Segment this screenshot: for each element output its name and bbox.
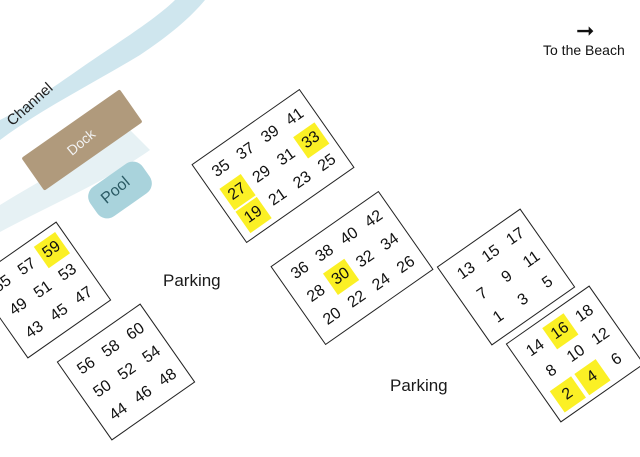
to-the-beach-link[interactable]: ➞ To the Beach (543, 20, 640, 66)
to-the-beach-label: To the Beach (543, 42, 625, 58)
pool-shape (88, 161, 152, 219)
channel-water (0, 0, 205, 140)
channel-shore (0, 130, 150, 232)
dock-shape (22, 89, 142, 191)
parking-label-right: Parking (390, 376, 448, 395)
parking-label-left: Parking (163, 271, 221, 290)
right-arrow-icon: ➞ (576, 18, 595, 43)
